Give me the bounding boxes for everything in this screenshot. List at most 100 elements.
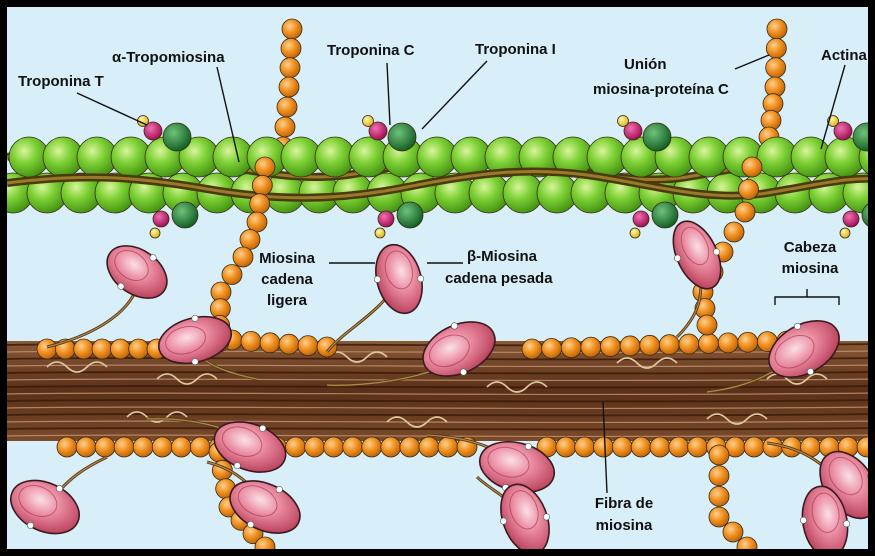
myosin-binding-protein-bead [640, 335, 660, 355]
leader-line [387, 63, 390, 125]
orange-chain-lower-2 [709, 445, 757, 556]
myosin-binding-protein-bead [522, 339, 542, 359]
myosin-binding-protein-bead [362, 437, 382, 457]
label-miosina-ligera-2: cadena [247, 271, 327, 288]
label-cabeza-1: Cabeza [765, 239, 855, 256]
myosin-binding-protein-bead [190, 437, 210, 457]
troponin-c-subunit [172, 202, 198, 228]
label-miosina-ligera-1: Miosina [247, 250, 327, 267]
label-union-line1: Unión [624, 56, 667, 73]
myosin-binding-protein-bead [767, 19, 787, 39]
myosin-binding-protein-bead [542, 338, 562, 358]
myosin-binding-protein-bead [92, 339, 112, 359]
myosin-binding-protein-bead [556, 437, 576, 457]
troponin-t-subunit [378, 211, 394, 227]
myosin-binding-protein-bead [37, 339, 57, 359]
myosin-head [221, 469, 309, 546]
myosin-binding-protein-bead [110, 339, 130, 359]
myosin-binding-protein-bead [620, 336, 640, 356]
troponin-c-subunit [397, 202, 423, 228]
myosin-binding-protein-bead [57, 437, 77, 457]
myosin-binding-protein-bead [650, 437, 670, 457]
myosin-binding-protein-bead [279, 77, 299, 97]
myosin-binding-protein-bead [709, 507, 729, 527]
myosin-binding-protein-bead [737, 537, 757, 556]
myosin-neck [47, 287, 137, 347]
myosin-neck [47, 287, 137, 347]
myosin-binding-protein-bead [252, 175, 272, 195]
myosin-binding-protein-bead [279, 334, 299, 354]
myosin-binding-protein-bead [631, 437, 651, 457]
myosin-binding-protein-bead [343, 437, 363, 457]
myosin-binding-protein-bead [575, 437, 595, 457]
sarcomere-illustration [7, 7, 875, 556]
label-troponina-c: Troponina C [327, 42, 415, 59]
myosin-binding-protein-bead [129, 339, 149, 359]
orange-chain-vertical-2 [759, 19, 787, 147]
myosin-binding-protein-bead [723, 522, 743, 542]
label-troponina-i: Troponina I [475, 41, 556, 58]
myosin-binding-protein-bead [735, 202, 755, 222]
myosin-binding-protein-bead [324, 437, 344, 457]
label-union-line2: miosina-proteína C [593, 81, 729, 98]
myosin-binding-protein-bead [857, 437, 875, 457]
myosin-binding-protein-bead [697, 315, 717, 335]
myosin-binding-protein-bead [250, 194, 270, 214]
troponin-i-subunit [150, 228, 160, 238]
myosin-binding-protein-bead [241, 331, 261, 351]
troponin-t-subunit [843, 211, 859, 227]
myosin-binding-protein-bead [255, 157, 275, 177]
myosin-binding-protein-bead [679, 334, 699, 354]
myosin-binding-protein-bead [247, 212, 267, 232]
myosin-binding-protein-bead [419, 437, 439, 457]
myosin-binding-protein-bead [317, 337, 337, 357]
myosin-binding-protein-bead [738, 332, 758, 352]
myosin-head [96, 233, 178, 310]
label-beta-miosina-2: cadena pesada [445, 270, 553, 287]
myosin-head [7, 468, 89, 546]
myosin-binding-protein-bead [171, 437, 191, 457]
myosin-binding-protein-bead [581, 337, 601, 357]
troponin-i-subunit [840, 228, 850, 238]
myosin-head [490, 477, 560, 556]
myosin-binding-protein-bead [561, 338, 581, 358]
myosin-binding-protein-bead [255, 537, 275, 556]
troponin-t-subunit [153, 211, 169, 227]
myosin-binding-protein-bead [709, 486, 729, 506]
myosin-binding-protein-bead [763, 437, 783, 457]
myosin-binding-protein-bead [709, 445, 729, 465]
myosin-binding-protein-bead [260, 333, 280, 353]
myosin-binding-protein-bead [74, 339, 94, 359]
orange-chain-vertical-1 [273, 19, 302, 157]
label-actina: Actina [821, 47, 867, 64]
myosin-binding-protein-bead [95, 437, 115, 457]
myosin-binding-protein-bead [298, 336, 318, 356]
myosin-binding-protein-bead [277, 97, 297, 117]
label-fibra-1: Fibra de [579, 495, 669, 512]
label-beta-miosina-1: β-Miosina [467, 248, 537, 265]
myosin-binding-protein-bead [281, 38, 301, 58]
troponin-t-subunit [633, 211, 649, 227]
myosin-binding-protein-bead [766, 58, 786, 78]
label-miosina-ligera-3: ligera [247, 292, 327, 309]
myosin-binding-protein-bead [381, 437, 401, 457]
myosin-binding-protein-bead [699, 333, 719, 353]
myosin-binding-protein-bead [133, 437, 153, 457]
myosin-binding-protein-bead [222, 265, 242, 285]
myosin-binding-protein-bead [669, 437, 689, 457]
myosin-binding-protein-bead [114, 437, 134, 457]
myosin-binding-protein-bead [600, 337, 620, 357]
label-fibra-2: miosina [579, 517, 669, 534]
myosin-binding-protein-bead [612, 437, 632, 457]
myosin-binding-protein-bead [76, 437, 96, 457]
myosin-binding-protein-bead [400, 437, 420, 457]
troponin-c-subunit [388, 123, 416, 151]
troponin-i-subunit [363, 116, 374, 127]
myosin-binding-protein-bead [280, 58, 300, 78]
troponin-c-subunit [163, 123, 191, 151]
myosin-binding-protein-bead [305, 437, 325, 457]
myosin-binding-protein-bead [766, 38, 786, 58]
troponin-i-subunit [375, 228, 385, 238]
leader-line [77, 93, 147, 125]
myosin-binding-protein-bead [593, 437, 613, 457]
